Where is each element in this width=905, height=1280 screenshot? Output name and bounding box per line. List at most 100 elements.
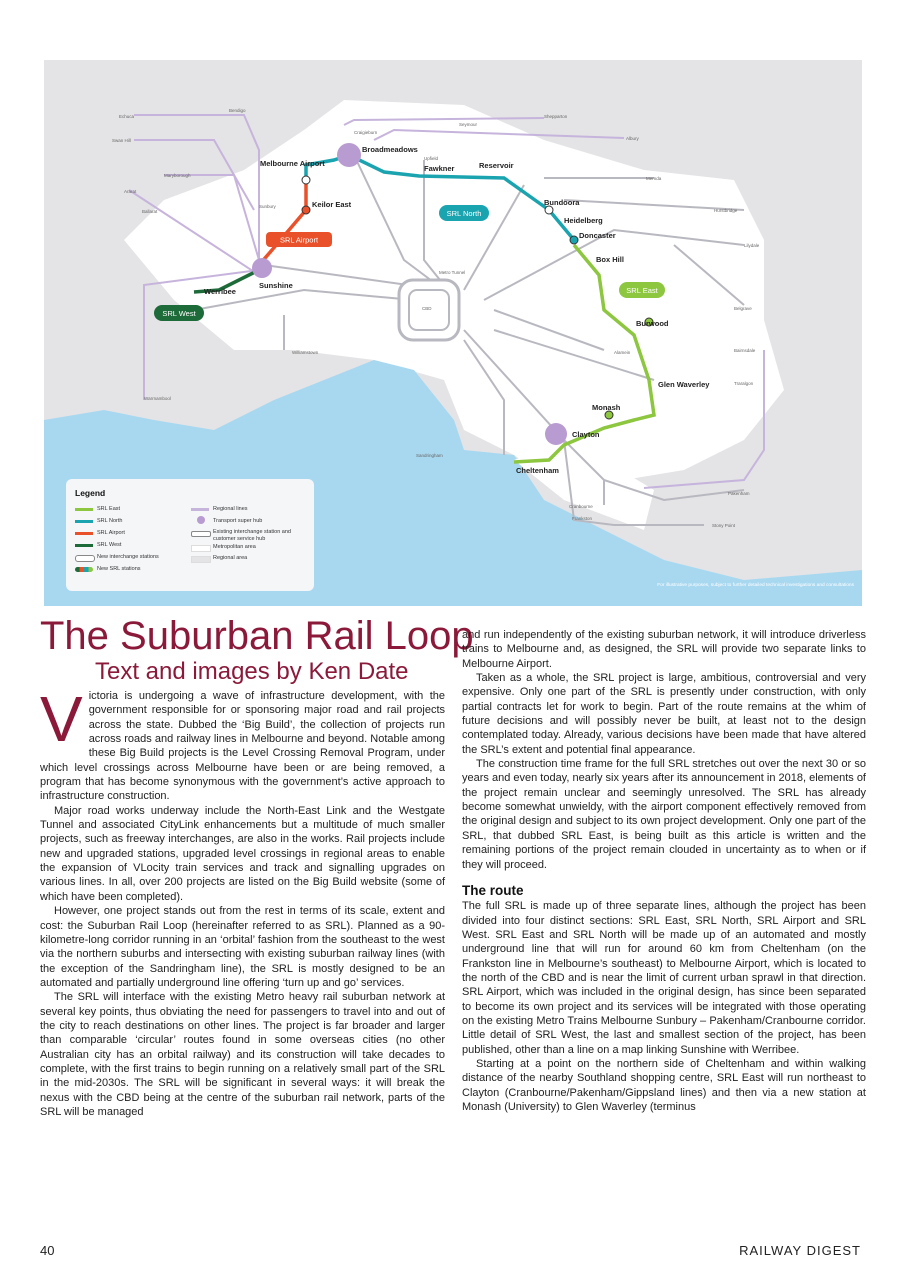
- srl-airport-badge: SRL Airport: [280, 236, 319, 245]
- label-belgrave: Belgrave: [734, 306, 752, 311]
- label-box-hill: Box Hill: [596, 255, 624, 264]
- sunshine-hub: [252, 258, 272, 278]
- metro-line-mernda-inner: [463, 184, 525, 291]
- srl-east-badge-bg: [619, 282, 665, 298]
- label-cranbourne: Cranbourne: [569, 504, 593, 509]
- legend-swatch-interchange: [75, 555, 95, 562]
- paragraph: Taken as a whole, the SRL project is lar…: [462, 672, 866, 756]
- article-byline: Text and images by Ken Date: [95, 658, 409, 685]
- section-heading: The route: [462, 882, 524, 898]
- label-echuca: Echuca: [119, 114, 135, 119]
- regional-line-swan-hill: [134, 139, 255, 211]
- label-sandringham: Sandringham: [416, 453, 443, 458]
- label-metro-tunnel: Metro Tunnel: [439, 270, 465, 275]
- label-alamein: Alamein: [614, 350, 631, 355]
- melbourne-airport-station: [301, 175, 311, 185]
- legend-item-srl-airport: SRL Airport: [97, 530, 125, 536]
- srl-west-badge: SRL West: [162, 309, 196, 318]
- srl-airport-badge-bg: [266, 232, 332, 247]
- legend-swatch-regional: [191, 508, 209, 511]
- srl-map: SRL North SRL East SRL Airport SRL West …: [44, 60, 862, 606]
- srl-west-badge-bg: [154, 305, 204, 321]
- legend-swatch-metro-area: [191, 545, 211, 552]
- label-traralgon: Traralgon: [734, 381, 754, 386]
- regional-line-shepparton: [343, 117, 545, 126]
- label-stony-point: Stony Point: [712, 523, 736, 528]
- metro-line-frankston: [563, 439, 615, 526]
- regional-line-ararat: [128, 189, 260, 276]
- metro-line-upfield: [423, 160, 445, 286]
- label-mernda: Mernda: [646, 176, 662, 181]
- label-broadmeadows: Broadmeadows: [362, 145, 418, 154]
- label-maryborough: Maryborough: [164, 173, 191, 178]
- legend-item-regional: Regional lines: [213, 506, 248, 512]
- metro-line-alamein: [493, 309, 605, 351]
- label-sunbury: Sunbury: [259, 204, 277, 209]
- mornington-area: [514, 450, 654, 530]
- cbd-loop-inner: [408, 289, 450, 331]
- label-clayton: Clayton: [572, 430, 600, 439]
- paragraph: The construction time frame for the full…: [462, 758, 866, 871]
- label-shepparton: Shepparton: [544, 114, 568, 119]
- label-heidelberg: Heidelberg: [564, 216, 603, 225]
- regional-line-gippsland: [643, 350, 765, 489]
- magazine-name: RAILWAY DIGEST: [739, 1243, 861, 1258]
- page-number: 40: [40, 1243, 55, 1258]
- doncaster-station: [569, 235, 579, 245]
- label-lilydale: Lilydale: [744, 243, 760, 248]
- legend-item-new-stations: New SRL stations: [97, 566, 141, 572]
- legend-swatch-existing-interchange: [191, 531, 211, 537]
- legend-item-srl-west: SRL West: [97, 542, 122, 548]
- label-albury: Albury: [626, 136, 640, 141]
- legend-item-existing-interchange: Existing interchange station and custome…: [213, 529, 291, 542]
- burwood-station: [644, 317, 654, 327]
- label-bundoora: Bundoora: [544, 198, 580, 207]
- legend-swatch-srl-east: [75, 508, 93, 511]
- paragraph: ictoria is undergoing a wave of infrastr…: [40, 690, 445, 803]
- label-bendigo: Bendigo: [229, 108, 246, 113]
- label-doncaster: Doncaster: [579, 231, 616, 240]
- metro-line-belgrave: [673, 244, 745, 306]
- legend-item-hub: Transport super hub: [213, 518, 263, 524]
- regional-line-albury: [373, 128, 625, 141]
- regional-line-maryborough: [164, 174, 260, 261]
- label-ararat: Ararat: [124, 189, 137, 194]
- map-legend: Legend SRL East SRL North SRL Airport SR…: [66, 479, 314, 591]
- srl-north-badge: SRL North: [447, 209, 482, 218]
- label-reservoir: Reservoir: [479, 161, 514, 170]
- bundoora-station: [544, 205, 554, 215]
- legend-title: Legend: [75, 488, 106, 498]
- legend-item-srl-east: SRL East: [97, 506, 121, 512]
- label-seymour: Seymour: [459, 122, 478, 127]
- regional-line-warrnambool: [143, 269, 260, 400]
- label-craigieburn: Craigieburn: [354, 130, 378, 135]
- label-monash: Monash: [592, 403, 621, 412]
- srl-airport-line: [257, 180, 308, 267]
- label-keilor-east: Keilor East: [312, 200, 352, 209]
- legend-swatch-srl-airport: [75, 532, 93, 535]
- map-disclaimer: For illustrative purposes, subject to fu…: [657, 582, 854, 588]
- paragraph: The full SRL is made up of three separat…: [462, 900, 866, 1056]
- label-swan-hill: Swan Hill: [112, 138, 131, 143]
- legend-swatch-srl-north: [75, 520, 93, 523]
- paragraph: The SRL will interface with the existing…: [40, 991, 445, 1118]
- label-burwood: Burwood: [636, 319, 669, 328]
- paragraph: and run independently of the existing su…: [462, 629, 866, 670]
- paragraph: Major road works underway include the No…: [40, 804, 445, 903]
- label-fawkner: Fawkner: [424, 164, 455, 173]
- metro-line-hurstbridge: [563, 199, 745, 211]
- drop-cap: V: [40, 683, 83, 755]
- metro-line-glen-waverley: [493, 329, 655, 381]
- article-column-1: V ictoria is undergoing a wave of infras…: [40, 683, 445, 1119]
- legend-item-interchange: New interchange stations: [97, 554, 159, 560]
- srl-north-line: [304, 153, 576, 242]
- srl-east-badge: SRL East: [626, 286, 658, 295]
- legend-item-metro-area: Metropolitan area: [213, 544, 256, 550]
- monash-station: [604, 410, 614, 420]
- legend-swatch-hub: [197, 516, 205, 524]
- metro-line-lilydale: [483, 228, 745, 301]
- legend-swatch-new-stations: [75, 567, 93, 572]
- srl-east-line: [513, 243, 656, 464]
- keilor-east-station: [301, 205, 311, 215]
- label-ballarat: Ballarat: [142, 209, 158, 214]
